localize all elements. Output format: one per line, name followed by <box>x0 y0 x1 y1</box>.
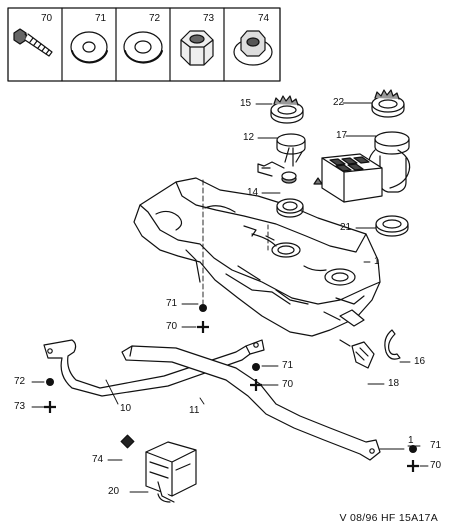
callout-71: 71 <box>166 298 178 309</box>
part-number-71: 71 <box>95 13 107 24</box>
callout-70: 70 <box>166 321 178 332</box>
fuel-tank <box>133 177 381 337</box>
connector <box>339 339 375 369</box>
callout-11: 11 <box>189 405 200 416</box>
callout-1: 1 <box>374 256 380 267</box>
callout-70: 70 <box>430 460 442 471</box>
hex-nut-icon <box>180 30 214 66</box>
part-number-73: 73 <box>203 13 215 24</box>
callout-10: 10 <box>120 403 132 414</box>
tank-strap <box>121 345 381 461</box>
callout-71: 71 <box>430 440 442 451</box>
callout-1: 1 <box>408 435 414 446</box>
callout-12: 12 <box>243 132 255 143</box>
nut-marker-crosses <box>44 321 419 472</box>
parts-header-panel <box>7 7 281 82</box>
callout-17: 17 <box>336 130 348 141</box>
flanged-nut-icon <box>233 30 273 66</box>
callout-16: 16 <box>414 356 426 367</box>
clip <box>384 329 401 360</box>
part-number-74: 74 <box>258 13 270 24</box>
washer-marker-dots <box>46 304 417 453</box>
nut-marker <box>120 434 135 449</box>
callout-20: 20 <box>108 486 120 497</box>
flat-washer-icon <box>70 31 108 64</box>
drawing-reference: V 08/96 HF 15A17A <box>339 512 438 524</box>
callout-71: 71 <box>282 360 294 371</box>
sender-ring-nut <box>270 95 304 124</box>
callout-18: 18 <box>388 378 400 389</box>
sender-seal <box>281 171 297 184</box>
pump-ring-nut <box>371 89 405 118</box>
flat-washer-icon <box>123 31 163 64</box>
leader-lines <box>31 102 429 493</box>
pump-housing-block <box>313 153 383 203</box>
fuel-gauge-sender <box>257 133 306 177</box>
filler-seal <box>276 198 304 218</box>
callout-15: 15 <box>240 98 252 109</box>
callout-21: 21 <box>340 222 352 233</box>
callout-14: 14 <box>247 187 259 198</box>
screw-icon <box>13 28 53 57</box>
callout-72: 72 <box>14 376 26 387</box>
callout-73: 73 <box>14 401 26 412</box>
part-number-72: 72 <box>149 13 161 24</box>
pump-seal <box>375 215 409 237</box>
part-number-70: 70 <box>41 13 53 24</box>
canister-bracket <box>145 441 197 503</box>
callout-22: 22 <box>333 97 345 108</box>
callout-70: 70 <box>282 379 294 390</box>
callout-74: 74 <box>92 454 104 465</box>
